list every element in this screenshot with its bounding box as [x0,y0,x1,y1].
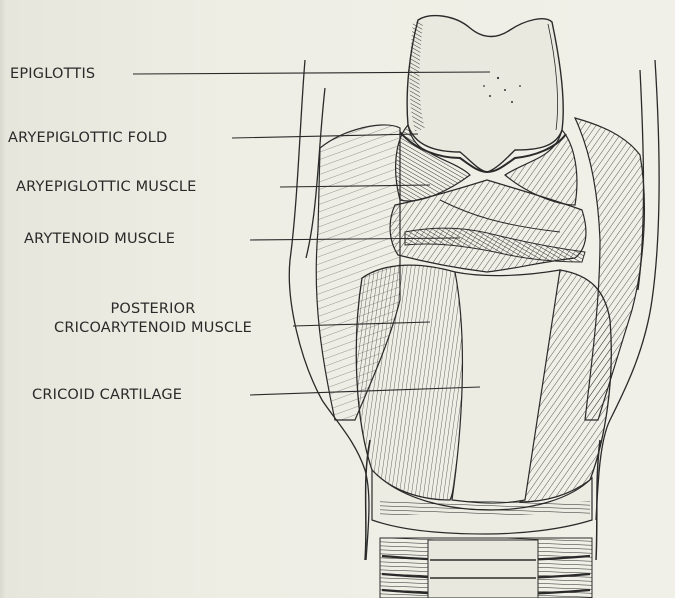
label-posterior-cricoarytenoid-muscle: POSTERIOR CRICOARYTENOID MUSCLE [8,300,298,338]
label-aryepiglottic-fold: ARYEPIGLOTTIC FOLD [8,131,167,146]
label-epiglottis: EPIGLOTTIS [10,67,95,82]
posterior-cricoarytenoid-muscle-left [356,265,466,500]
label-cricoid-cartilage: CRICOID CARTILAGE [32,388,182,403]
label-arytenoid-muscle: ARYTENOID MUSCLE [24,232,175,247]
tracheal-rings [380,538,592,598]
label-cricoarytenoid-line: CRICOARYTENOID MUSCLE [8,319,298,338]
epiglottis-shape [407,16,563,172]
label-aryepiglottic-muscle: ARYEPIGLOTTIC MUSCLE [16,180,196,195]
label-posterior-line: POSTERIOR [8,300,298,319]
